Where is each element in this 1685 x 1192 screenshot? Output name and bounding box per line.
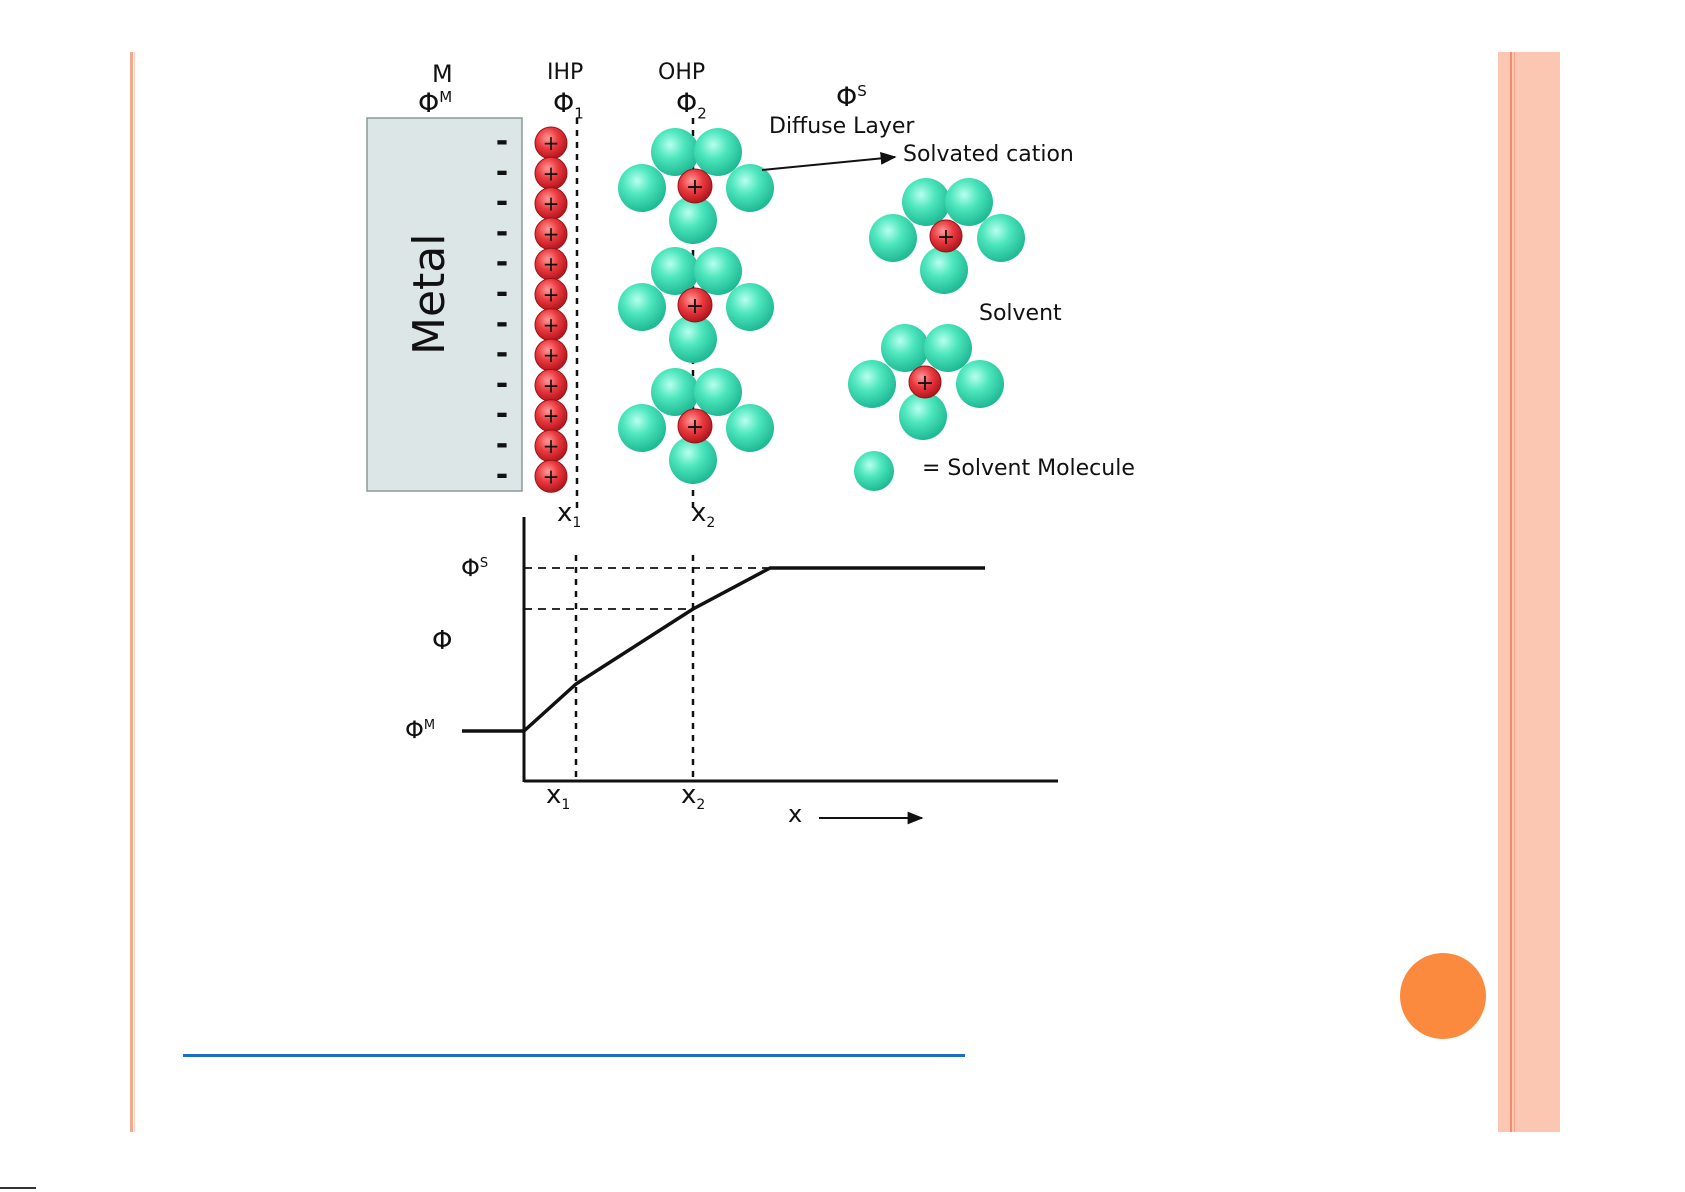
phi-s-tick: ΦS bbox=[461, 554, 488, 582]
cation-charge: + bbox=[686, 294, 704, 319]
phi-1-top-sub: 1 bbox=[574, 104, 584, 122]
adsorbed-cation-charge: + bbox=[543, 131, 560, 155]
solvent-molecule bbox=[956, 360, 1004, 408]
x2-axis-base: x bbox=[681, 780, 696, 810]
phi-s-tick-symbol: Φ bbox=[461, 554, 480, 582]
solvated-cation-cluster: + bbox=[618, 128, 774, 244]
solvent-molecule bbox=[694, 247, 742, 295]
x2-top-label: x2 bbox=[691, 498, 715, 531]
potential-curve bbox=[462, 568, 985, 731]
x2-top-sub: 2 bbox=[706, 515, 715, 531]
solvated-cation-cluster: + bbox=[869, 178, 1025, 294]
adsorbed-cation-charge: + bbox=[543, 404, 560, 428]
solvent-molecule bbox=[920, 246, 968, 294]
x1-top-sub: 1 bbox=[572, 515, 581, 531]
solvent-molecule bbox=[694, 128, 742, 176]
phi-m-tick-symbol: Φ bbox=[405, 716, 424, 744]
diffuse-layer-label: Diffuse Layer bbox=[769, 114, 914, 139]
solvent-molecule bbox=[902, 178, 950, 226]
solvated-cation-cluster: + bbox=[618, 368, 774, 484]
adsorbed-cation-charge: + bbox=[543, 192, 560, 216]
cation-charge: + bbox=[686, 415, 704, 440]
x2-axis-label: x2 bbox=[681, 780, 705, 813]
legend-solvent-molecule bbox=[854, 451, 894, 491]
solvent-molecule bbox=[924, 324, 972, 372]
x-axis-label: x bbox=[788, 800, 802, 828]
phi-1-top-symbol: Φ bbox=[553, 88, 574, 119]
legend-label: = Solvent Molecule bbox=[922, 456, 1135, 481]
solvent-molecule bbox=[848, 360, 896, 408]
phi-s-tick-sup: S bbox=[480, 556, 488, 571]
x1-top-base: x bbox=[557, 498, 572, 528]
cation-charge: + bbox=[937, 225, 955, 250]
adsorbed-cation-charge: + bbox=[543, 252, 560, 276]
phi-2-top-symbol: Φ bbox=[676, 88, 697, 119]
solvent-molecule bbox=[945, 178, 993, 226]
adsorbed-cation-charge: + bbox=[543, 222, 560, 246]
phi-s-top: ΦS bbox=[836, 82, 867, 113]
phi-m-tick-sup: M bbox=[424, 718, 435, 733]
adsorbed-cation-charge: + bbox=[543, 313, 560, 337]
solvated-cation-cluster: + bbox=[848, 324, 1004, 440]
phi-m-top-sup: M bbox=[439, 88, 452, 106]
adsorbed-cation-charge: + bbox=[543, 283, 560, 307]
phi-m-tick: ΦM bbox=[405, 716, 435, 744]
adsorbed-cation-charge: + bbox=[543, 343, 560, 367]
solvated-cation-label: Solvated cation bbox=[903, 142, 1074, 167]
solvent-molecule bbox=[881, 324, 929, 372]
phi-m-top-symbol: Φ bbox=[418, 88, 439, 119]
phi-2-top-sub: 2 bbox=[697, 104, 707, 122]
x1-axis-label: x1 bbox=[546, 780, 570, 813]
electrode-charge-minus: - bbox=[496, 457, 508, 492]
x1-top-label: x1 bbox=[557, 498, 581, 531]
phi-s-top-sup: S bbox=[857, 82, 867, 100]
phi-2-top: Φ2 bbox=[676, 88, 707, 122]
metal-plane-letter: M bbox=[432, 60, 453, 88]
solvent-molecule bbox=[726, 164, 774, 212]
solvent-molecule bbox=[618, 164, 666, 212]
x2-top-base: x bbox=[691, 498, 706, 528]
solvent-label: Solvent bbox=[979, 301, 1062, 326]
solvated-cation-arrow bbox=[762, 157, 895, 170]
solvent-molecule bbox=[977, 214, 1025, 262]
x1-axis-base: x bbox=[546, 780, 561, 810]
adsorbed-cation-charge: + bbox=[543, 373, 560, 397]
cation-charge: + bbox=[916, 371, 934, 396]
adsorbed-cation-charge: + bbox=[543, 434, 560, 458]
adsorbed-cation-charge: + bbox=[543, 161, 560, 185]
solvent-molecule bbox=[726, 283, 774, 331]
solvent-molecule bbox=[618, 283, 666, 331]
solvent-molecule bbox=[694, 368, 742, 416]
phi-s-top-symbol: Φ bbox=[836, 82, 857, 113]
solvent-molecule bbox=[899, 392, 947, 440]
adsorbed-cation-charge: + bbox=[543, 464, 560, 488]
x2-axis-sub: 2 bbox=[696, 797, 705, 813]
phi-1-top: Φ1 bbox=[553, 88, 584, 122]
cation-charge: + bbox=[686, 175, 704, 200]
solvent-molecule bbox=[618, 404, 666, 452]
x1-axis-sub: 1 bbox=[561, 797, 570, 813]
phi-m-top: ΦM bbox=[418, 88, 452, 119]
phi-axis-label: Φ bbox=[432, 626, 452, 656]
ihp-label: IHP bbox=[547, 60, 583, 85]
solvent-molecule bbox=[726, 404, 774, 452]
ohp-label: OHP bbox=[658, 60, 705, 85]
solvent-molecule bbox=[869, 214, 917, 262]
solvated-cation-cluster: + bbox=[618, 247, 774, 363]
metal-label: Metal bbox=[404, 235, 455, 355]
